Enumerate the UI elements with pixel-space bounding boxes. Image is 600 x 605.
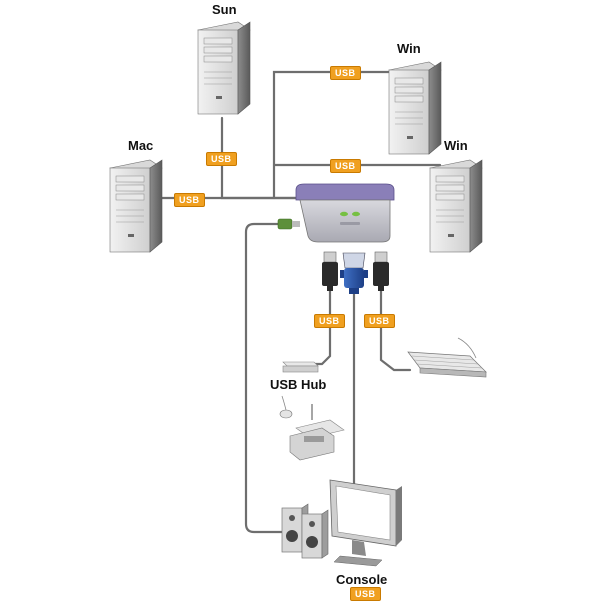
cable-keyboard [379,286,412,372]
usb-badge: USB [330,66,361,80]
cable-win-top [272,70,397,200]
usb-badge: USB [364,314,395,328]
label-win-top: Win [397,41,421,56]
usb-badge: USB [330,159,361,173]
audio-plug-icon [277,218,300,230]
usb-plug-icon [373,251,389,291]
server-win-mid-icon [429,159,483,253]
label-console: Console [336,572,388,587]
kvm-switch-icon [295,183,395,243]
server-sun-icon [197,21,251,115]
monitor-icon [329,479,402,567]
label-usb-hub: USB Hub [270,377,327,392]
server-win-top-icon [388,61,442,155]
usb-badge: USB [174,193,205,207]
usb-plug-icon [322,251,338,291]
server-mac-icon [109,159,163,253]
usb-hub-icon [282,361,319,373]
usb-badge: USB [350,587,381,601]
vga-plug-icon [340,252,368,294]
speaker-right-icon [301,509,329,559]
cable-audio [244,222,292,534]
label-mac: Mac [128,138,154,153]
label-win-mid: Win [444,138,468,153]
printer-icon [289,404,345,461]
mouse-icon [279,395,293,419]
keyboard-icon [407,337,487,378]
label-sun: Sun [212,2,237,17]
usb-badge: USB [206,152,237,166]
usb-badge: USB [314,314,345,328]
